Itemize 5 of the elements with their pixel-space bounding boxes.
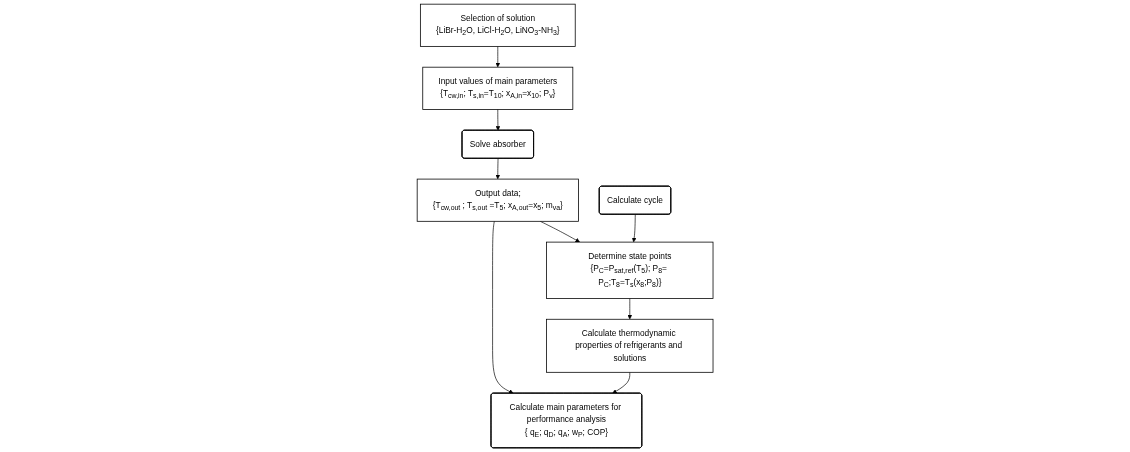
node-box: Determine state points {P$_{C}$=P$_{sat,ref}$(T$_{5}$); P$_{8}$= P$_{C}$;T$_{8}$=T$_{s}$(x$_{8}$;P$_{8}$)} (546, 241, 714, 299)
node-box: Output data; {T$_{cw,out}$ ; T$_{s,out}$ =T$_{5}$; x$_{A,out}$=x$_{5}$; m$_{va}$} (416, 178, 579, 222)
node-box: Selection of solution {LiBr-H$_{2}$O, LiCl-H$_{2}$O, LiNO$_{3}$-NH$_{3}$} (419, 3, 576, 47)
node-box: Input values of main parameters {T$_{cw,in}$; T$_{s,in}$=T$_{10}$; x$_{A,in}$=x$_{10}$; P$_{v}$} (422, 66, 574, 110)
node-box: Calculate thermodynamic properties of refrigerants and solutions (546, 318, 714, 373)
